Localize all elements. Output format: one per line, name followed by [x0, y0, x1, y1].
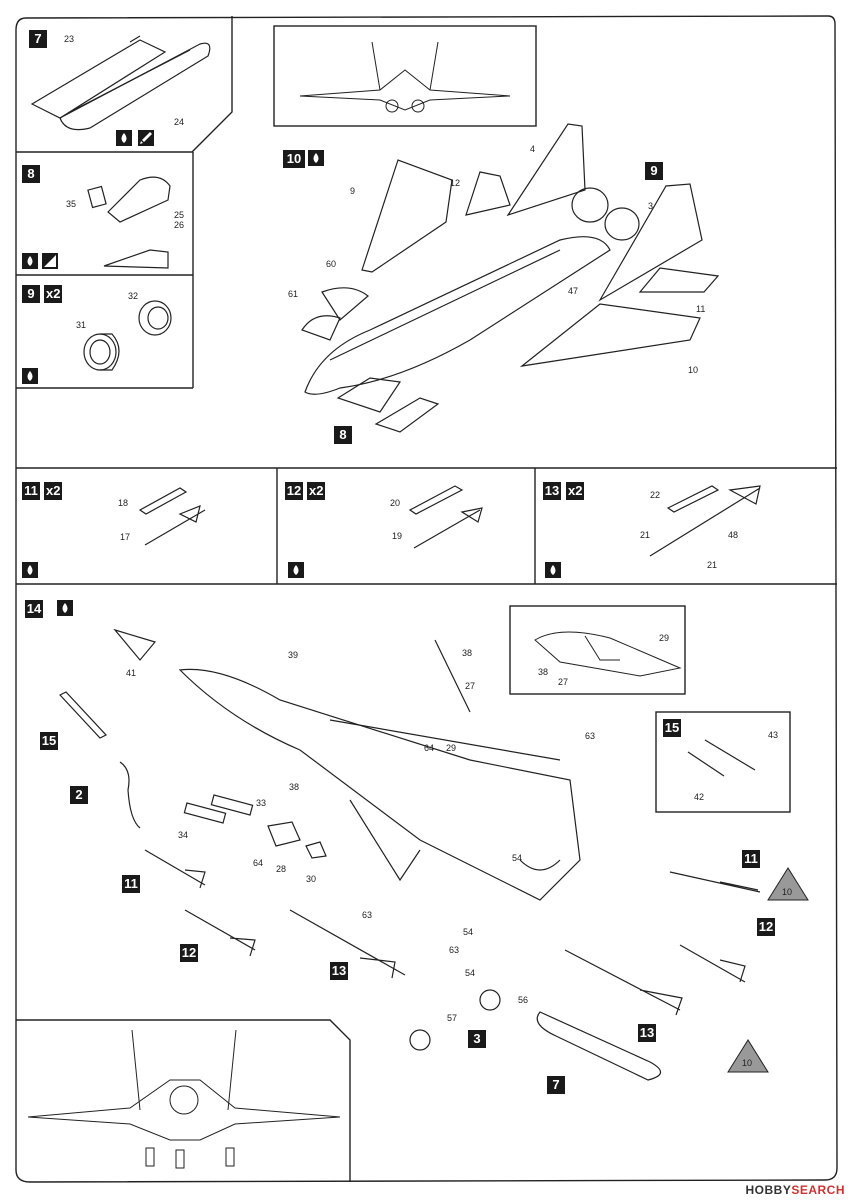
ref-step-12-badge: 12 — [180, 944, 198, 962]
ref-step-11b-badge: 11 — [742, 850, 760, 868]
step-13-quantity: x2 — [566, 482, 585, 500]
part-63a: 63 — [585, 731, 596, 741]
part-60: 60 — [326, 259, 337, 269]
ref-step-10b-triangle-label: 10 — [742, 1058, 753, 1068]
part-18: 18 — [118, 498, 129, 508]
part-32: 32 — [128, 291, 139, 301]
part-56: 56 — [518, 995, 529, 1005]
ref-step-9-badge: 9 — [645, 162, 663, 180]
step-12-quantity: x2 — [307, 482, 326, 500]
part-20: 20 — [390, 498, 401, 508]
part-63c: 63 — [449, 945, 460, 955]
part-22: 22 — [650, 490, 661, 500]
part-41: 41 — [126, 668, 137, 678]
part-38a: 38 — [462, 648, 473, 658]
ref-step-3-badge: 3 — [468, 1030, 486, 1048]
paint-drop-icon — [545, 562, 561, 578]
ref-step-10-triangle-label: 10 — [782, 887, 793, 897]
ref-step-12b-badge: 12 — [757, 918, 775, 936]
ref-step-8-badge: 8 — [334, 426, 352, 444]
part-43: 43 — [768, 730, 779, 740]
part-48: 48 — [728, 530, 739, 540]
part-35: 35 — [66, 199, 77, 209]
step-8-badge: 8 — [22, 165, 40, 183]
part-17: 17 — [120, 532, 131, 542]
part-64a: 64 — [424, 743, 435, 753]
part-38c: 38 — [289, 782, 300, 792]
part-24: 24 — [174, 117, 185, 127]
part-61: 61 — [288, 289, 299, 299]
drop-tank-drawing — [30, 35, 211, 131]
part-54c: 54 — [465, 968, 476, 978]
part-25: 25 — [174, 210, 185, 220]
paint-drop-icon — [22, 253, 38, 269]
part-57: 57 — [447, 1013, 458, 1023]
paint-drop-icon — [57, 600, 73, 616]
part-38b: 38 — [538, 667, 549, 677]
step-11-badge: 11 — [22, 482, 40, 500]
part-39: 39 — [288, 650, 299, 660]
step-12-badge: 12 — [285, 482, 303, 500]
ref-step-7-badge: 7 — [547, 1076, 565, 1094]
part-11: 11 — [696, 304, 706, 314]
paint-drop-icon — [116, 130, 132, 146]
part-31: 31 — [76, 320, 87, 330]
step-7-badge: 7 — [29, 30, 47, 48]
part-27a: 27 — [465, 681, 476, 691]
paint-drop-icon — [22, 562, 38, 578]
step-9-badge: 9 — [22, 285, 40, 303]
step-9-quantity: x2 — [44, 285, 63, 303]
ref-step-11-badge: 11 — [122, 875, 140, 893]
part-26: 26 — [174, 220, 185, 230]
part-64b: 64 — [253, 858, 264, 868]
ref-step-13b-badge: 13 — [638, 1024, 656, 1042]
part-3: 3 — [648, 201, 654, 211]
part-42: 42 — [694, 792, 705, 802]
part-27b: 27 — [558, 677, 569, 687]
part-21a: 21 — [640, 530, 651, 540]
part-23: 23 — [64, 34, 75, 44]
part-19: 19 — [392, 531, 403, 541]
part-34: 34 — [178, 830, 189, 840]
part-10: 10 — [688, 365, 699, 375]
step-13-badge: 13 — [543, 482, 561, 500]
ref-step-2-badge: 2 — [70, 786, 88, 804]
part-4: 4 — [530, 144, 536, 154]
watermark-logo: HOBBYSEARCH — [745, 1183, 845, 1197]
part-54b: 54 — [463, 927, 474, 937]
part-47: 47 — [568, 286, 579, 296]
ref-step-15-badge: 15 — [40, 732, 58, 750]
fuselage-assembly-drawing — [301, 123, 720, 433]
part-63b: 63 — [362, 910, 373, 920]
aircraft-final-assembly-drawing — [59, 628, 761, 1081]
step-14-badge: 14 — [25, 600, 43, 618]
clear-part-icon — [42, 253, 58, 269]
step-10-badge: 10 — [283, 150, 305, 168]
paint-drop-icon — [288, 562, 304, 578]
part-29a: 29 — [446, 743, 457, 753]
brush-icon — [138, 130, 154, 146]
step-15-badge: 15 — [663, 719, 681, 737]
part-9: 9 — [350, 186, 356, 196]
part-28: 28 — [276, 864, 287, 874]
paint-drop-icon — [308, 150, 324, 166]
part-12: 12 — [450, 178, 461, 188]
ref-step-13-badge: 13 — [330, 962, 348, 980]
paint-drop-icon — [22, 368, 38, 384]
part-21b: 21 — [707, 560, 718, 570]
part-29b: 29 — [659, 633, 670, 643]
part-30: 30 — [306, 874, 317, 884]
part-33: 33 — [256, 798, 267, 808]
step-11-quantity: x2 — [44, 482, 63, 500]
part-54a: 54 — [512, 853, 523, 863]
